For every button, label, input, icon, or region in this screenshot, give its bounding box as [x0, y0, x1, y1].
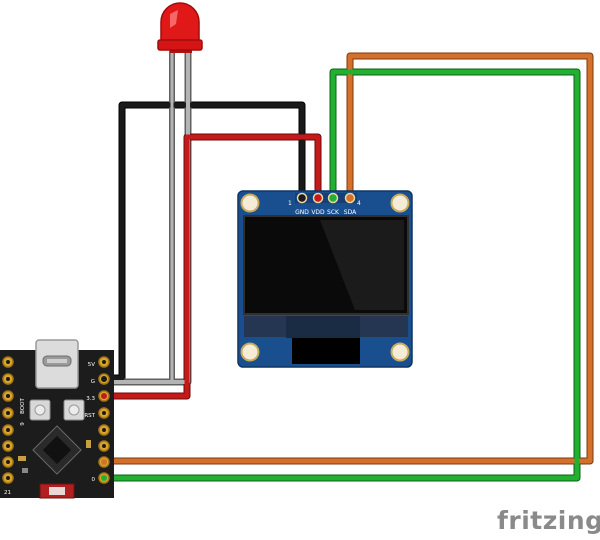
led-highlight	[170, 10, 178, 28]
pin-label-sda: SDA	[344, 209, 357, 216]
pin-label-vdd: VDD	[311, 209, 325, 216]
label-rst: RST	[84, 413, 95, 419]
label-boot: BOOT	[20, 398, 26, 414]
wire-red[interactable]	[101, 134, 321, 399]
fritzing-watermark: fritzing	[497, 506, 600, 535]
label-3v3: 3.3	[86, 396, 95, 402]
label-gpio0: 0	[92, 477, 96, 483]
boot-button[interactable]	[29, 399, 51, 421]
label-21: 21	[4, 490, 11, 496]
oled-ribbon	[292, 338, 360, 364]
wires	[100, 48, 594, 482]
mcu-chip	[32, 425, 82, 475]
smd-part	[86, 440, 91, 448]
board-pads-left	[2, 356, 14, 484]
smd-part	[22, 468, 28, 473]
red-led[interactable]	[157, 2, 203, 53]
pin-label-gnd: GND	[295, 209, 309, 216]
wire-ends	[101, 376, 107, 481]
oled-display-module[interactable]: 1 4 GND VDD SCK SDA	[237, 190, 413, 368]
mounting-hole-tr	[390, 193, 410, 213]
pin-label-sck: SCK	[327, 209, 340, 216]
reset-button[interactable]	[63, 399, 85, 421]
mounting-hole-tl	[240, 193, 260, 213]
label-g: G	[91, 379, 95, 385]
pin-number-last: 4	[357, 200, 361, 207]
label-5v: 5V	[88, 362, 95, 368]
pin-number-first: 1	[288, 200, 292, 207]
mounting-hole-br	[390, 342, 410, 362]
label-nine: 9	[20, 422, 26, 426]
microcontroller-board[interactable]: 5V G 3.3 RST BOOT 9 0 21	[0, 339, 114, 499]
oled-pin-header	[295, 192, 357, 204]
screen-glare	[320, 220, 404, 310]
wire-green[interactable]	[101, 69, 580, 481]
mounting-hole-bl	[240, 342, 260, 362]
wire-orange[interactable]	[101, 53, 593, 464]
smd-part	[18, 456, 26, 461]
